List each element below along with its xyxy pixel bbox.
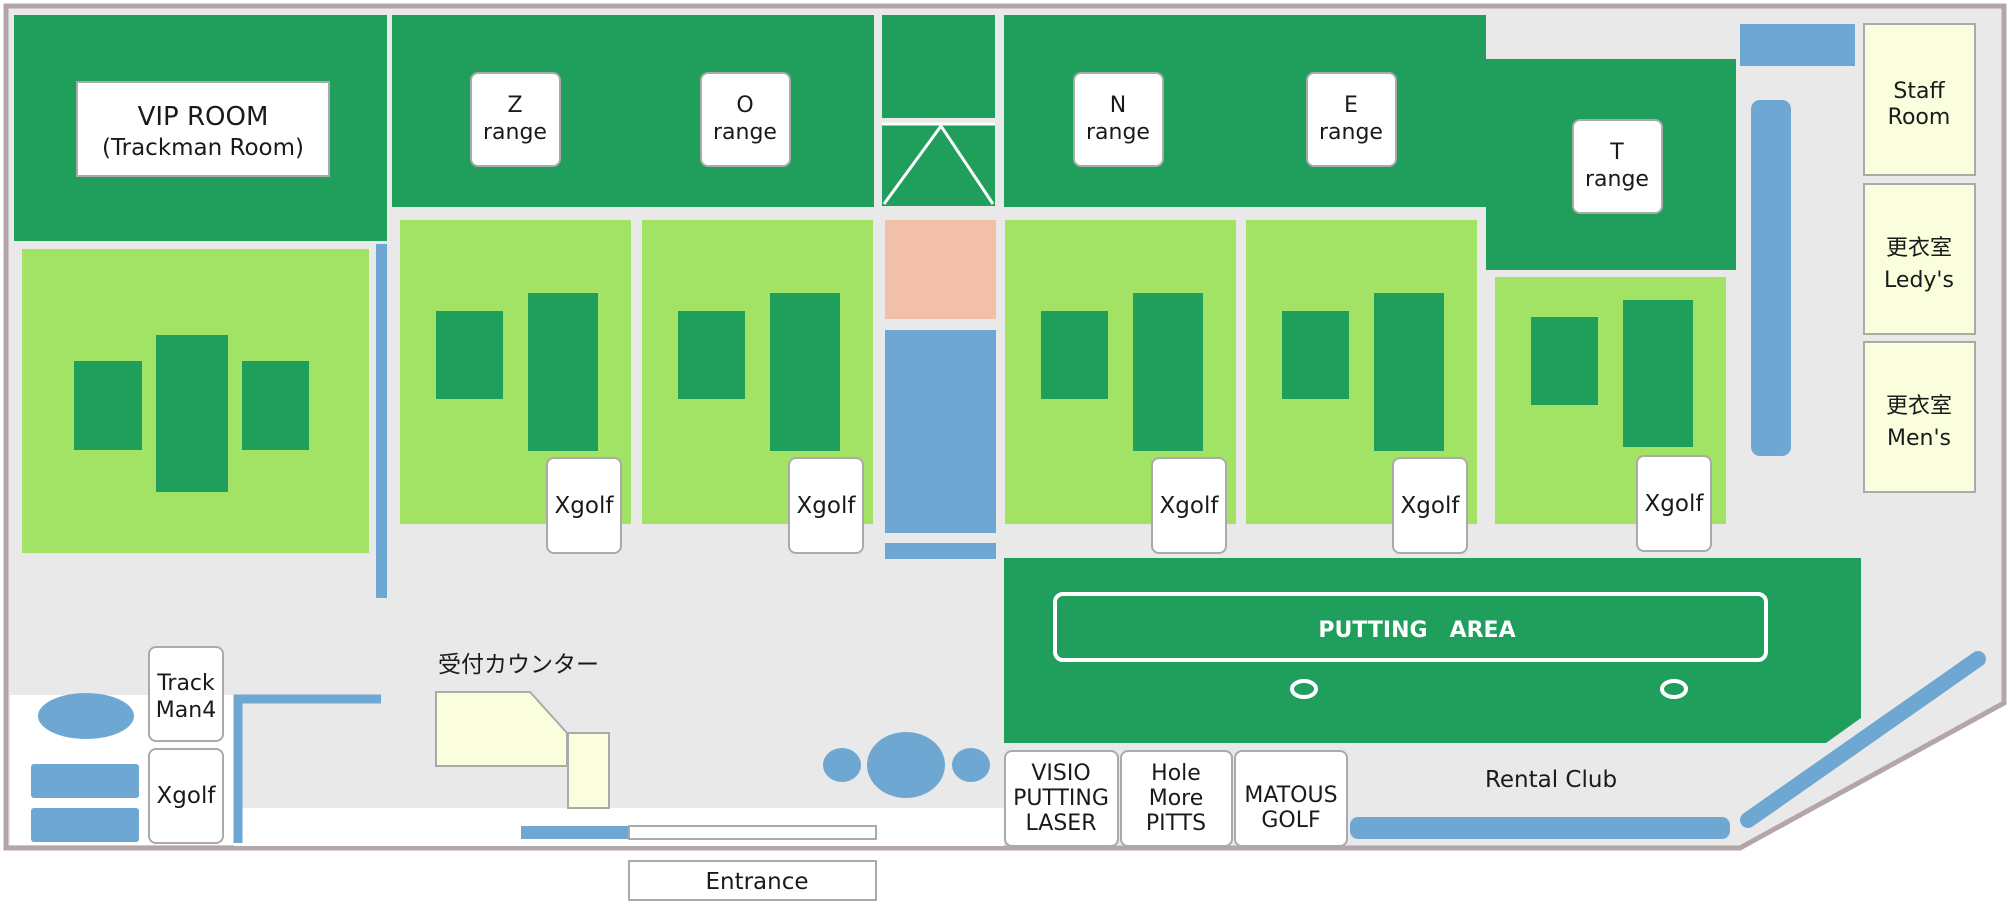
bay-n-seat bbox=[1041, 311, 1108, 399]
xgolf-bay-o-label: Xgolf bbox=[797, 493, 857, 519]
xgolf-bay-e-label: Xgolf bbox=[1401, 493, 1461, 519]
bay-t-table bbox=[1623, 300, 1693, 447]
trackman4-line1: Track bbox=[156, 671, 215, 696]
center-service-top bbox=[882, 15, 995, 118]
top-right-blue-bench bbox=[1740, 24, 1855, 66]
vip-bay-seat-left bbox=[74, 361, 142, 450]
diagonal-blue-bench bbox=[1740, 651, 1986, 828]
xgolf-bay-n-label: Xgolf bbox=[1160, 493, 1220, 519]
range-t-label[interactable]: T range bbox=[1572, 119, 1663, 214]
bay-z-table bbox=[528, 293, 598, 451]
locker-ladies-line2: Ledy's bbox=[1884, 268, 1954, 293]
center-stair-block bbox=[882, 124, 995, 206]
locker-mens-line2: Men's bbox=[1887, 426, 1951, 451]
locker-room-ladies[interactable]: 更衣室 Ledy's bbox=[1863, 183, 1976, 335]
xgolf-bay-o[interactable]: Xgolf bbox=[788, 457, 864, 554]
lounge-bench-1 bbox=[31, 764, 139, 798]
bay-n-table bbox=[1133, 293, 1203, 451]
lounge-bench-2 bbox=[31, 808, 139, 842]
putting-area-label: PUTTING AREA bbox=[1318, 618, 1515, 643]
putting-green-outline bbox=[1053, 592, 1768, 662]
bay-e-table bbox=[1374, 293, 1444, 451]
vip-bay-seat-right bbox=[242, 361, 309, 450]
shop-visio-putting-laser[interactable]: VISIO PUTTING LASER bbox=[1004, 750, 1119, 847]
entrance-door-open bbox=[521, 826, 629, 839]
rental-club-rack bbox=[1350, 817, 1730, 839]
range-e-word: range bbox=[1319, 120, 1383, 145]
xgolf-bay-z[interactable]: Xgolf bbox=[546, 457, 622, 554]
entrance-label: Entrance bbox=[705, 869, 808, 895]
range-z-letter: Z bbox=[507, 93, 522, 118]
putting-cup-left bbox=[1290, 679, 1318, 699]
xgolf-bay-z-label: Xgolf bbox=[555, 493, 615, 519]
reception-counter-label: 受付カウンター bbox=[438, 652, 599, 678]
bay-e-seat bbox=[1282, 311, 1349, 399]
putting-cup-right bbox=[1660, 679, 1688, 699]
locker-ladies-line1: 更衣室 bbox=[1886, 236, 1952, 261]
shop-visio-line2: PUTTING bbox=[1013, 786, 1109, 811]
shop-hole-more-pitts[interactable]: Hole More PITTS bbox=[1120, 750, 1233, 847]
reception-counter-side bbox=[567, 732, 610, 809]
putting-area-floor[interactable] bbox=[1004, 558, 1861, 743]
staff-room-line1: Staff bbox=[1893, 79, 1945, 104]
xgolf-lobby[interactable]: Xgolf bbox=[148, 748, 224, 844]
round-table-right bbox=[952, 748, 990, 782]
range-o-word: range bbox=[713, 120, 777, 145]
xgolf-lobby-label: Xgolf bbox=[157, 783, 217, 809]
center-blue-room bbox=[885, 330, 996, 533]
locker-room-mens[interactable]: 更衣室 Men's bbox=[1863, 341, 1976, 493]
shop-visio-line1: VISIO bbox=[1031, 761, 1090, 786]
staff-room-line2: Room bbox=[1888, 105, 1951, 130]
vip-divider-wall bbox=[376, 244, 387, 598]
shop-hole-line3: PITTS bbox=[1146, 811, 1206, 836]
range-n-word: range bbox=[1086, 120, 1150, 145]
round-table-center bbox=[867, 732, 945, 798]
shop-hole-line1: Hole bbox=[1151, 761, 1201, 786]
lounge-oval-table bbox=[38, 693, 134, 739]
xgolf-bay-n[interactable]: Xgolf bbox=[1151, 457, 1227, 554]
round-table-left bbox=[823, 748, 861, 782]
range-z-label[interactable]: Z range bbox=[470, 72, 561, 167]
vip-room-subtitle: (Trackman Room) bbox=[102, 135, 304, 161]
shop-visio-line3: LASER bbox=[1026, 811, 1097, 836]
range-n-letter: N bbox=[1110, 93, 1126, 118]
bay-t-seat bbox=[1531, 317, 1598, 405]
range-z-word: range bbox=[483, 120, 547, 145]
entrance-door-closed bbox=[628, 825, 877, 840]
stairs-icon bbox=[882, 122, 995, 205]
center-salmon-room bbox=[885, 220, 996, 319]
bay-z-seat bbox=[436, 311, 503, 399]
xgolf-bay-e[interactable]: Xgolf bbox=[1392, 457, 1468, 554]
staff-room[interactable]: Staff Room bbox=[1863, 23, 1976, 176]
shop-matous-line2: GOLF bbox=[1261, 808, 1320, 833]
rental-club-label: Rental Club bbox=[1485, 767, 1617, 793]
range-o-letter: O bbox=[736, 93, 753, 118]
vip-room-label-box[interactable] bbox=[76, 81, 330, 177]
range-block-zo bbox=[392, 15, 874, 207]
locker-mens-line1: 更衣室 bbox=[1886, 394, 1952, 419]
range-e-letter: E bbox=[1344, 93, 1358, 118]
vip-bay-table bbox=[156, 335, 228, 492]
shop-matous-line1: MATOUS bbox=[1244, 783, 1337, 808]
center-blue-strip bbox=[885, 543, 996, 559]
range-t-word: range bbox=[1585, 167, 1649, 192]
xgolf-bay-t[interactable]: Xgolf bbox=[1636, 455, 1712, 552]
bay-o-table bbox=[770, 293, 840, 451]
vip-room-title: VIP ROOM bbox=[138, 102, 269, 132]
range-t-letter: T bbox=[1609, 140, 1624, 165]
shop-hole-line2: More bbox=[1149, 786, 1204, 811]
trackman4-line2: Man4 bbox=[156, 698, 216, 723]
trackman4-label[interactable]: Track Man4 bbox=[148, 646, 224, 742]
bay-o-seat bbox=[678, 311, 745, 399]
range-o-label[interactable]: O range bbox=[700, 72, 791, 167]
range-n-label[interactable]: N range bbox=[1073, 72, 1164, 167]
range-e-label[interactable]: E range bbox=[1306, 72, 1397, 167]
xgolf-bay-t-label: Xgolf bbox=[1645, 491, 1705, 517]
right-corridor-blue-bar bbox=[1751, 100, 1791, 456]
lobby-partition-wall bbox=[233, 694, 381, 843]
shop-matous-golf[interactable]: MATOUS GOLF bbox=[1234, 750, 1348, 847]
entrance-marker[interactable] bbox=[628, 860, 877, 901]
